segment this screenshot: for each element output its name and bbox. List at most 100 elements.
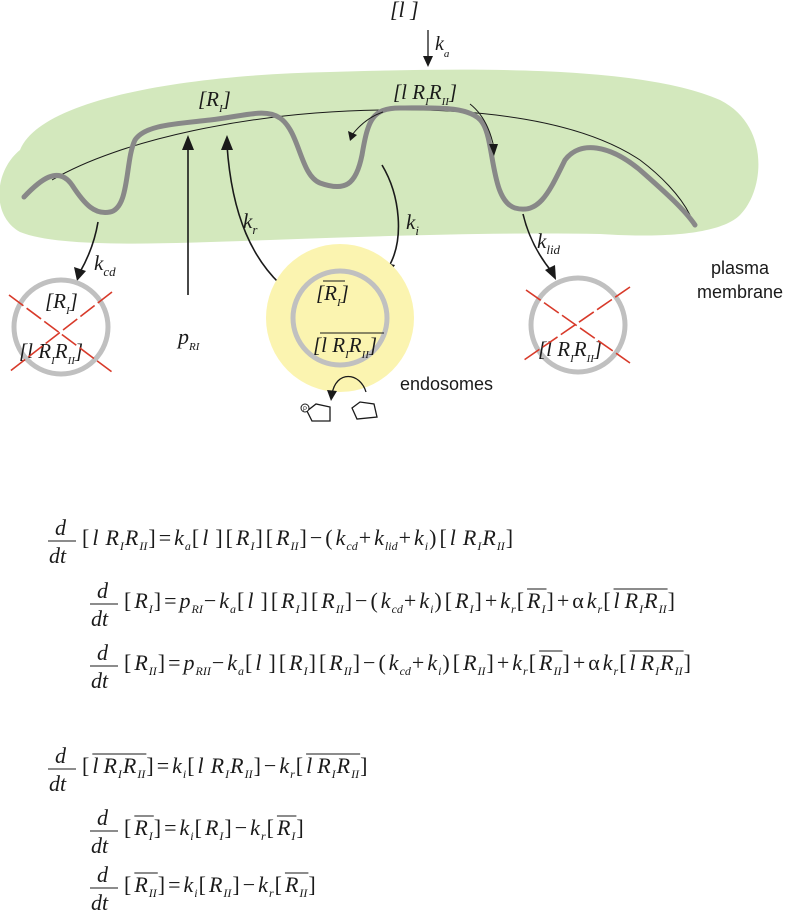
svg-text:[: [ bbox=[267, 815, 274, 840]
svg-text:]: ] bbox=[148, 525, 155, 550]
endosomes-label: endosomes bbox=[400, 374, 493, 394]
svg-text:II: II bbox=[148, 886, 158, 900]
svg-text:k: k bbox=[512, 650, 523, 675]
svg-text:[: [ bbox=[319, 650, 326, 675]
k-a-label: ka bbox=[435, 33, 450, 60]
svg-text:+: + bbox=[557, 588, 569, 613]
svg-text:R: R bbox=[204, 815, 219, 840]
svg-text:[: [ bbox=[453, 650, 460, 675]
svg-text:II: II bbox=[553, 664, 563, 678]
svg-text:R: R bbox=[280, 588, 295, 613]
svg-text:[: [ bbox=[192, 525, 199, 550]
endosome-inner-vesicle bbox=[290, 268, 390, 368]
svg-text:r: r bbox=[614, 664, 619, 678]
svg-text:+: + bbox=[404, 588, 416, 613]
svg-text:]: ] bbox=[309, 650, 316, 675]
svg-text:[: [ bbox=[124, 872, 131, 897]
svg-text:a: a bbox=[185, 539, 191, 553]
membrane-complex-label: [l RIRII] bbox=[393, 80, 457, 108]
svg-text:i: i bbox=[430, 602, 433, 616]
svg-text:(: ( bbox=[378, 650, 385, 675]
svg-text:[: [ bbox=[271, 588, 278, 613]
svg-text:]: ] bbox=[547, 588, 554, 613]
svg-text:): ) bbox=[434, 588, 441, 613]
complex-left-arrow bbox=[351, 111, 384, 136]
membrane-RI-label: [RI] bbox=[198, 87, 231, 115]
svg-text:[: [ bbox=[529, 650, 536, 675]
phosphate-icon bbox=[300, 403, 310, 413]
ligand-arrow-head bbox=[423, 56, 433, 67]
svg-text:II: II bbox=[343, 664, 353, 678]
svg-text:I: I bbox=[638, 602, 644, 616]
svg-text:R: R bbox=[481, 525, 496, 550]
svg-text:R: R bbox=[104, 525, 119, 550]
svg-text:II: II bbox=[496, 539, 506, 553]
svg-text:R: R bbox=[640, 650, 655, 675]
svg-text:−: − bbox=[264, 753, 276, 778]
svg-text:[: [ bbox=[275, 872, 282, 897]
svg-text:R: R bbox=[133, 815, 148, 840]
svg-text:+: + bbox=[497, 650, 509, 675]
svg-text:d: d bbox=[55, 515, 67, 540]
plasma-membrane-line bbox=[21, 105, 698, 228]
phosphate-label: P bbox=[303, 407, 307, 413]
svg-text:II: II bbox=[244, 767, 254, 781]
svg-text:[: [ bbox=[199, 872, 206, 897]
svg-text:l: l bbox=[247, 588, 253, 613]
svg-text:l: l bbox=[255, 650, 261, 675]
complex-right-arrow-head bbox=[489, 144, 498, 156]
svg-text:k: k bbox=[174, 525, 185, 550]
svg-text:=: = bbox=[159, 525, 171, 550]
p-RI-arrow-head bbox=[182, 135, 194, 150]
svg-text:I: I bbox=[119, 539, 125, 553]
svg-text:r: r bbox=[523, 664, 528, 678]
svg-text:dt: dt bbox=[91, 606, 109, 631]
derivative-operator-2: d dt bbox=[90, 578, 118, 631]
degraded-vesicle-left bbox=[11, 277, 111, 377]
svg-text:I: I bbox=[224, 767, 230, 781]
svg-text:]: ] bbox=[269, 650, 276, 675]
svg-text:[: [ bbox=[82, 525, 89, 550]
svg-text:r: r bbox=[511, 602, 516, 616]
svg-text:k: k bbox=[500, 588, 511, 613]
svg-text:i: i bbox=[183, 767, 186, 781]
svg-text:R: R bbox=[124, 525, 139, 550]
svg-text:cd: cd bbox=[400, 664, 412, 678]
svg-text:I: I bbox=[541, 602, 547, 616]
svg-text:k: k bbox=[374, 525, 385, 550]
svg-text:II: II bbox=[350, 767, 360, 781]
svg-text:+: + bbox=[399, 525, 411, 550]
svg-text:R: R bbox=[336, 753, 351, 778]
svg-text:−: − bbox=[310, 525, 322, 550]
svg-text:l: l bbox=[202, 525, 208, 550]
svg-text:I: I bbox=[469, 602, 475, 616]
svg-text:): ) bbox=[429, 525, 436, 550]
svg-text:I: I bbox=[249, 539, 255, 553]
svg-text:cd: cd bbox=[392, 602, 404, 616]
svg-text:+: + bbox=[573, 650, 585, 675]
svg-text:]: ] bbox=[215, 525, 222, 550]
k-cd-arrow bbox=[79, 221, 99, 273]
svg-text:]: ] bbox=[261, 588, 268, 613]
svg-text:]: ] bbox=[255, 525, 262, 550]
svg-text:=: = bbox=[164, 815, 176, 840]
svg-text:[: [ bbox=[603, 588, 610, 613]
svg-text:R: R bbox=[102, 753, 117, 778]
cytoplasm-region bbox=[0, 69, 759, 244]
svg-text:r: r bbox=[269, 886, 274, 900]
svg-text:k: k bbox=[172, 753, 183, 778]
svg-text:I: I bbox=[331, 767, 337, 781]
svg-text:II: II bbox=[136, 767, 146, 781]
k-cd-label: kcd bbox=[94, 251, 116, 279]
k-lid-arrow bbox=[522, 213, 553, 273]
svg-text:[: [ bbox=[517, 588, 524, 613]
svg-text:l: l bbox=[630, 650, 636, 675]
svg-text:d: d bbox=[97, 578, 109, 603]
svg-text:R: R bbox=[284, 872, 299, 897]
svg-text:(: ( bbox=[370, 588, 377, 613]
svg-text:k: k bbox=[414, 525, 425, 550]
svg-text:a: a bbox=[238, 664, 244, 678]
endosome-RI-label: [RI] bbox=[316, 281, 349, 309]
svg-text:k: k bbox=[389, 650, 400, 675]
